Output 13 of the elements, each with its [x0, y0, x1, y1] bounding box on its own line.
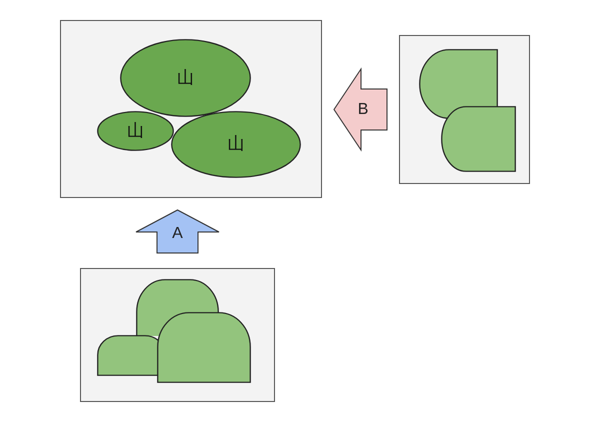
arch-shape [441, 106, 516, 172]
panel [80, 268, 275, 402]
ellipse-label: 山 [127, 122, 144, 140]
ellipse [120, 39, 251, 117]
ellipse [97, 111, 174, 151]
panel [399, 35, 530, 184]
block-arrow [136, 209, 220, 254]
block-arrow [333, 67, 388, 152]
panel [60, 20, 322, 198]
arch-shape [97, 335, 158, 376]
ellipse-label: 山 [228, 136, 244, 153]
ellipse [171, 111, 301, 178]
ellipse-label: 山 [177, 70, 194, 86]
